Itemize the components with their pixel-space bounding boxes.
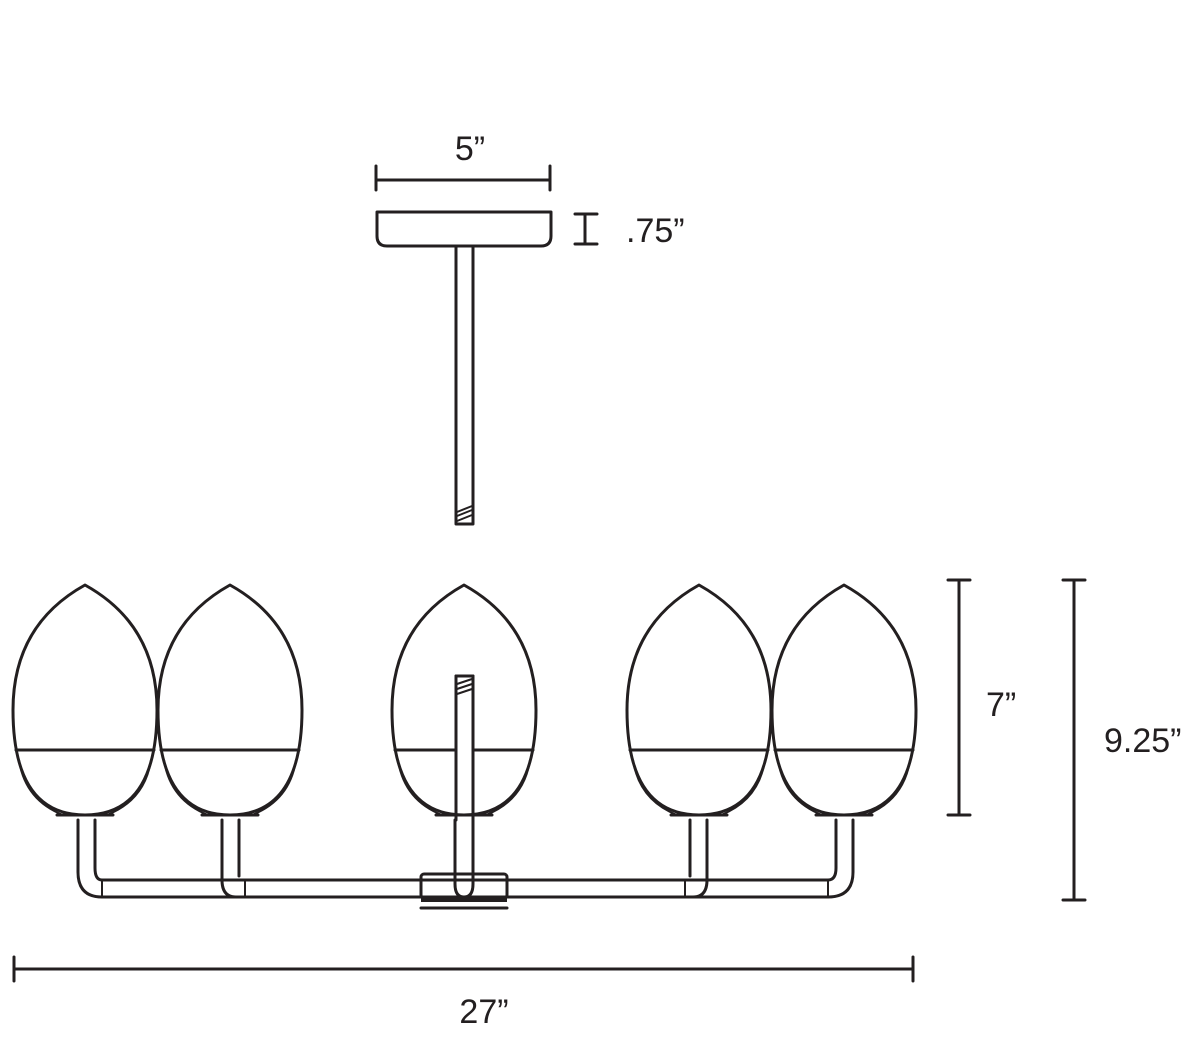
shade-3 (390, 583, 538, 817)
shade-height-dimension: 7” (946, 578, 1016, 817)
overall-width-label: 27” (459, 993, 508, 1031)
overall-height-label: 9.25” (1104, 722, 1182, 760)
shade-4 (625, 583, 773, 817)
stem-lower (454, 674, 475, 822)
shade-2 (156, 583, 304, 817)
canopy-width-dimension: 5” (374, 130, 552, 192)
overall-height-dimension: 9.25” (1061, 578, 1182, 902)
shade-1 (11, 583, 159, 817)
canopy-height-label: .75” (626, 212, 685, 250)
canopy (375, 210, 553, 248)
shade-5 (770, 583, 918, 817)
stem-upper (454, 244, 475, 526)
arm-assembly (76, 818, 855, 910)
canopy-width-label: 5” (455, 130, 485, 168)
overall-width-dimension: 27” (12, 955, 915, 1031)
shade-height-label: 7” (986, 686, 1016, 724)
canopy-height-dimension: .75” (573, 212, 685, 250)
